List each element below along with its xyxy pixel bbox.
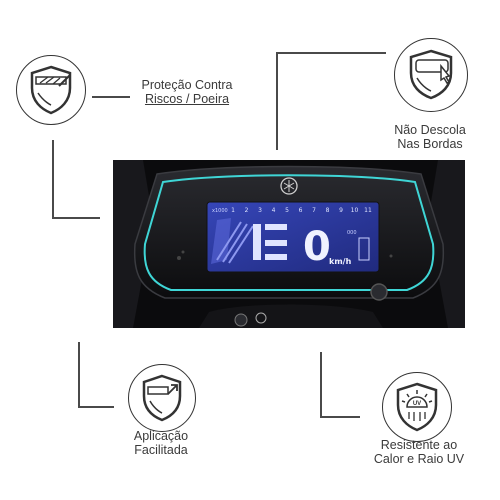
rpm-tick-label: 6 — [299, 207, 303, 214]
feature-label-application: Aplicação Facilitada — [116, 429, 206, 457]
rpm-tick-label: 3 — [258, 207, 262, 214]
feature-uv-line1: Resistente ao — [380, 438, 458, 452]
connector-line-edges-v — [276, 52, 278, 150]
feature-label-scratch: Proteção Contra Riscos / Poeira — [122, 78, 252, 106]
edges-icon — [394, 38, 468, 112]
feature-uv-line2: Calor e Raio UV — [373, 452, 465, 466]
scratch-protection-icon — [16, 55, 86, 125]
brand-logo — [280, 177, 298, 195]
uv-shield-icon: UV — [382, 372, 452, 442]
rpm-tick-label: 1 — [231, 207, 235, 214]
rpm-tick-label: 7 — [312, 207, 316, 214]
connector-line-scratch-top — [92, 96, 130, 98]
connector-line-application-v — [78, 342, 80, 408]
rpm-tick-label: 11 — [364, 207, 372, 214]
feature-edges-line1: Não Descola — [394, 123, 466, 137]
rpm-tick-label: 4 — [272, 207, 276, 214]
rpm-tick-labels: 1 2 3 4 5 6 7 8 9 10 11 — [231, 207, 372, 214]
feature-label-uv: Resistente ao Calor e Raio UV — [360, 438, 478, 466]
protective-film-outline — [143, 174, 435, 291]
dashboard-photo: x1000 1 2 3 4 5 6 7 8 9 10 11 0 km/h 000 — [113, 160, 465, 328]
feature-application-line2: Facilitada — [134, 443, 188, 457]
connector-line-uv-h — [320, 416, 360, 418]
feature-label-edges: Não Descola Nas Bordas — [385, 123, 475, 151]
connector-line-scratch-h — [52, 217, 100, 219]
feature-scratch-line2: Riscos / Poeira — [144, 92, 230, 106]
feature-edges-line2: Nas Bordas — [397, 137, 463, 151]
feature-application-line1: Aplicação — [133, 429, 189, 443]
rpm-tick-label: 2 — [245, 207, 249, 214]
connector-line-application-h — [78, 406, 114, 408]
uv-badge-text: UV — [413, 401, 421, 407]
lcd-screen — [206, 201, 380, 273]
odo-value: 000 — [347, 230, 357, 236]
rpm-tick-label: 5 — [285, 207, 289, 214]
connector-line-edges-h — [276, 52, 386, 54]
feature-scratch-line1: Proteção Contra — [141, 78, 233, 92]
connector-line-scratch-v — [52, 140, 54, 218]
speed-unit: km/h — [329, 257, 352, 266]
rpm-tick-label: 10 — [351, 207, 359, 214]
application-icon — [128, 364, 196, 432]
connector-line-uv-v — [320, 352, 322, 418]
mode-button — [370, 283, 388, 301]
speed-value: 0 — [303, 224, 331, 270]
rpm-tick-label: 9 — [339, 207, 343, 214]
rpm-tick-label: 8 — [326, 207, 330, 214]
rpm-unit-label: x1000 — [212, 208, 228, 214]
